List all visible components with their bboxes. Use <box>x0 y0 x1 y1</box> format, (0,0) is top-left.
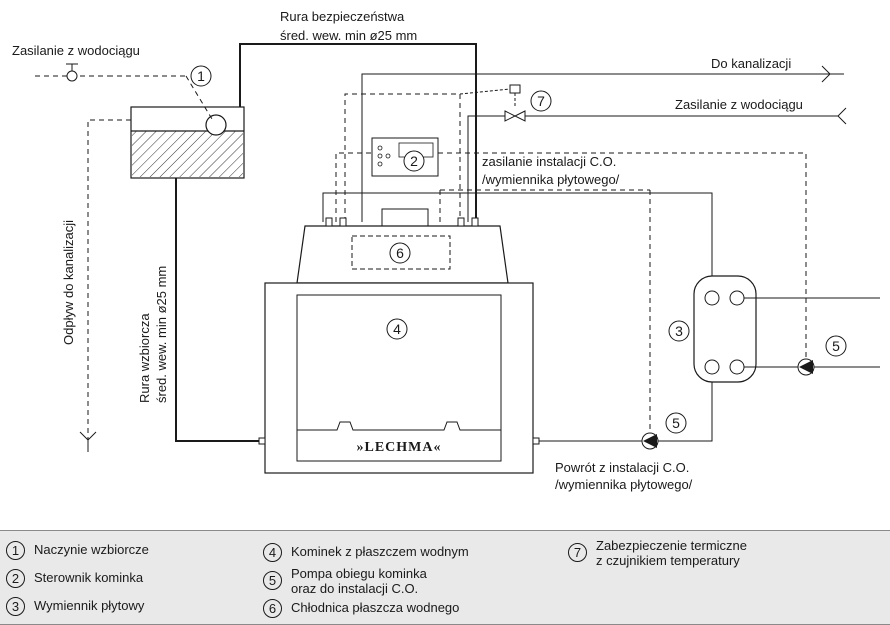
legend-number: 4 <box>263 543 282 562</box>
thermal-protection <box>344 84 847 222</box>
legend-text: Sterownik kominka <box>34 570 144 585</box>
svg-text:5: 5 <box>832 338 840 354</box>
label-water-supply-right: Zasilanie z wodociągu <box>675 97 803 112</box>
label-safety-pipe: Rura bezpieczeństwa <box>280 9 405 24</box>
legend-item: 2 Sterownik kominka <box>6 569 143 588</box>
label-expansion-pipe-diameter: śred. wew. min ø25 mm <box>154 266 169 403</box>
brand-logo: »LECHMA« <box>357 440 442 455</box>
legend-text: Naczynie wzbiorcze <box>34 542 149 557</box>
label-safety-pipe-diameter: śred. wew. min ø25 mm <box>280 28 417 43</box>
pump-icon <box>641 432 659 450</box>
return-pipe <box>539 378 713 442</box>
expansion-tank <box>130 106 245 179</box>
plate-heat-exchanger <box>693 275 880 383</box>
svg-text:6: 6 <box>396 245 404 261</box>
svg-text:4: 4 <box>393 321 401 337</box>
legend-number: 1 <box>6 541 25 560</box>
marker-5: 5 <box>665 412 687 434</box>
legend-item: 5 Pompa obiegu kominka oraz do instalacj… <box>263 565 427 596</box>
marker-1: 1 <box>190 65 212 87</box>
legend-number: 7 <box>568 543 587 562</box>
supply-pipe <box>322 192 713 280</box>
marker-5: 5 <box>825 335 847 357</box>
label-co-return: Powrót z instalacji C.O. <box>555 460 689 475</box>
legend-number: 6 <box>263 599 282 618</box>
expansion-pipe <box>175 178 265 442</box>
valve-icon <box>66 70 78 82</box>
pump-icon <box>797 358 815 376</box>
marker-6: 6 <box>389 242 411 264</box>
legend-item: 4 Kominek z płaszczem wodnym <box>263 543 469 562</box>
fireplace-body <box>258 282 540 474</box>
svg-text:1: 1 <box>197 68 205 84</box>
legend-text: Chłodnica płaszcza wodnego <box>291 600 460 615</box>
safety-pipe <box>239 43 477 222</box>
label-co-supply: zasilanie instalacji C.O. <box>482 154 616 169</box>
legend-item: 7 Zabezpieczenie termiczne z czujnikiem … <box>568 537 747 568</box>
label-co-return-exchanger: /wymiennika płytowego/ <box>555 477 693 492</box>
sewer-line <box>361 65 844 222</box>
legend-item: 3 Wymiennik płytowy <box>6 597 144 616</box>
float-valve-icon <box>205 114 227 136</box>
legend-text-line: Zabezpieczenie termiczne <box>596 538 748 553</box>
legend-text-line: Pompa obiegu kominka <box>291 566 427 581</box>
label-to-sewer: Do kanalizacji <box>711 56 791 71</box>
legend-item: 6 Chłodnica płaszcza wodnego <box>263 599 459 618</box>
label-water-supply-left: Zasilanie z wodociągu <box>12 43 140 58</box>
marker-3: 3 <box>668 320 690 342</box>
svg-text:7: 7 <box>537 93 545 109</box>
legend-text: Kominek z płaszczem wodnym <box>291 544 469 559</box>
legend-number: 3 <box>6 597 25 616</box>
marker-7: 7 <box>530 90 552 112</box>
legend-text: Pompa obiegu kominka oraz do instalacji … <box>291 565 427 596</box>
cooler-coil <box>351 235 451 270</box>
label-expansion-pipe: Rura wzbiorcza <box>137 313 152 403</box>
label-overflow-drain: Odpływ do kanalizacji <box>61 220 76 345</box>
control-wiring <box>335 152 807 430</box>
legend-item: 1 Naczynie wzbiorcze <box>6 541 149 560</box>
marker-4: 4 <box>386 318 408 340</box>
legend-number: 5 <box>263 571 282 590</box>
overflow-drain-left <box>79 119 131 452</box>
legend-number: 2 <box>6 569 25 588</box>
legend-text-line: z czujnikiem temperatury <box>596 553 740 568</box>
installation-diagram: 1 2 3 4 5 5 6 7 Zasilanie z wodociągu Ru… <box>12 9 880 492</box>
legend-text: Zabezpieczenie termiczne z czujnikiem te… <box>596 537 747 568</box>
svg-text:2: 2 <box>410 153 418 169</box>
label-co-supply-exchanger: /wymiennika płytowego/ <box>482 172 620 187</box>
legend-text-line: oraz do instalacji C.O. <box>291 581 419 596</box>
water-supply-left <box>35 63 213 120</box>
legend: 1 Naczynie wzbiorcze 2 Sterownik kominka… <box>0 530 890 625</box>
marker-2: 2 <box>403 150 425 172</box>
svg-text:3: 3 <box>675 323 683 339</box>
svg-text:5: 5 <box>672 415 680 431</box>
legend-text: Wymiennik płytowy <box>34 598 145 613</box>
